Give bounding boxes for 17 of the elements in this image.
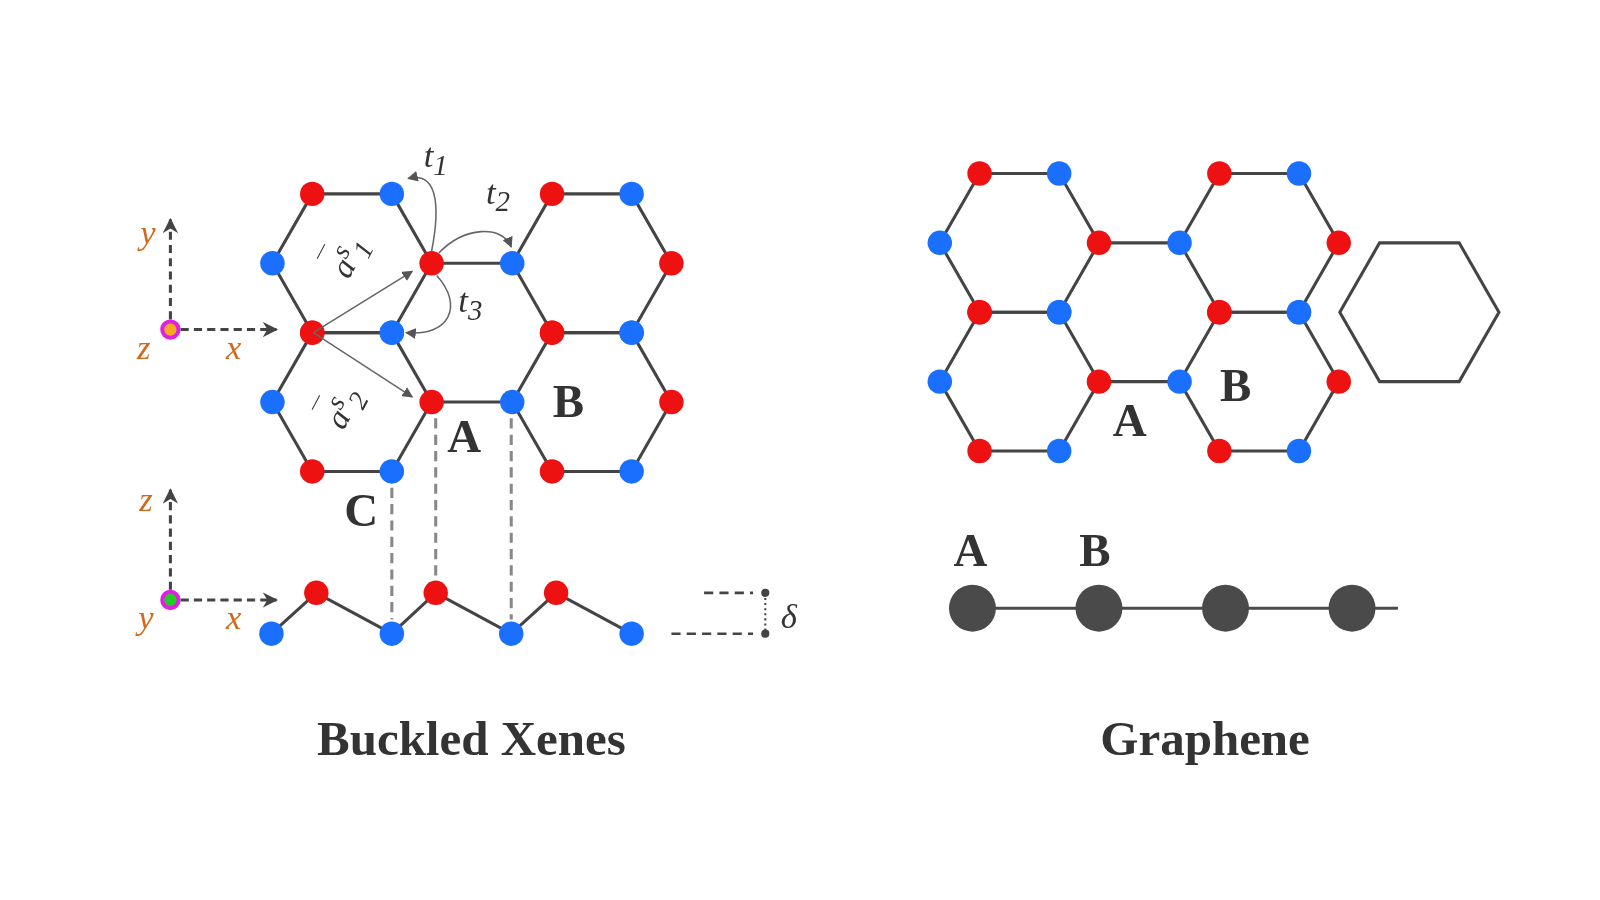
- axis-label: x: [225, 600, 242, 635]
- sublattice-label: A: [953, 527, 988, 575]
- sublattice-label: B: [552, 378, 584, 426]
- hopping-label: t$_{2}$: [485, 174, 510, 217]
- axis-label: x: [225, 330, 242, 366]
- hopping-label: t$_{3}$: [458, 283, 483, 326]
- panel-caption: Graphene: [1100, 714, 1310, 764]
- sublattice-label: A: [447, 413, 482, 461]
- sublattice-label: B: [1220, 362, 1252, 410]
- hopping-label: t$_{1}$: [423, 138, 448, 181]
- axis-label: z: [139, 482, 153, 518]
- axis-label: z: [137, 330, 151, 366]
- sublattice-label: B: [1079, 527, 1111, 575]
- panel-caption: Buckled Xenes: [317, 714, 626, 764]
- sublattice-label: C: [344, 486, 379, 534]
- buckling-height-label: δ: [780, 598, 797, 634]
- sublattice-label: A: [1112, 396, 1147, 444]
